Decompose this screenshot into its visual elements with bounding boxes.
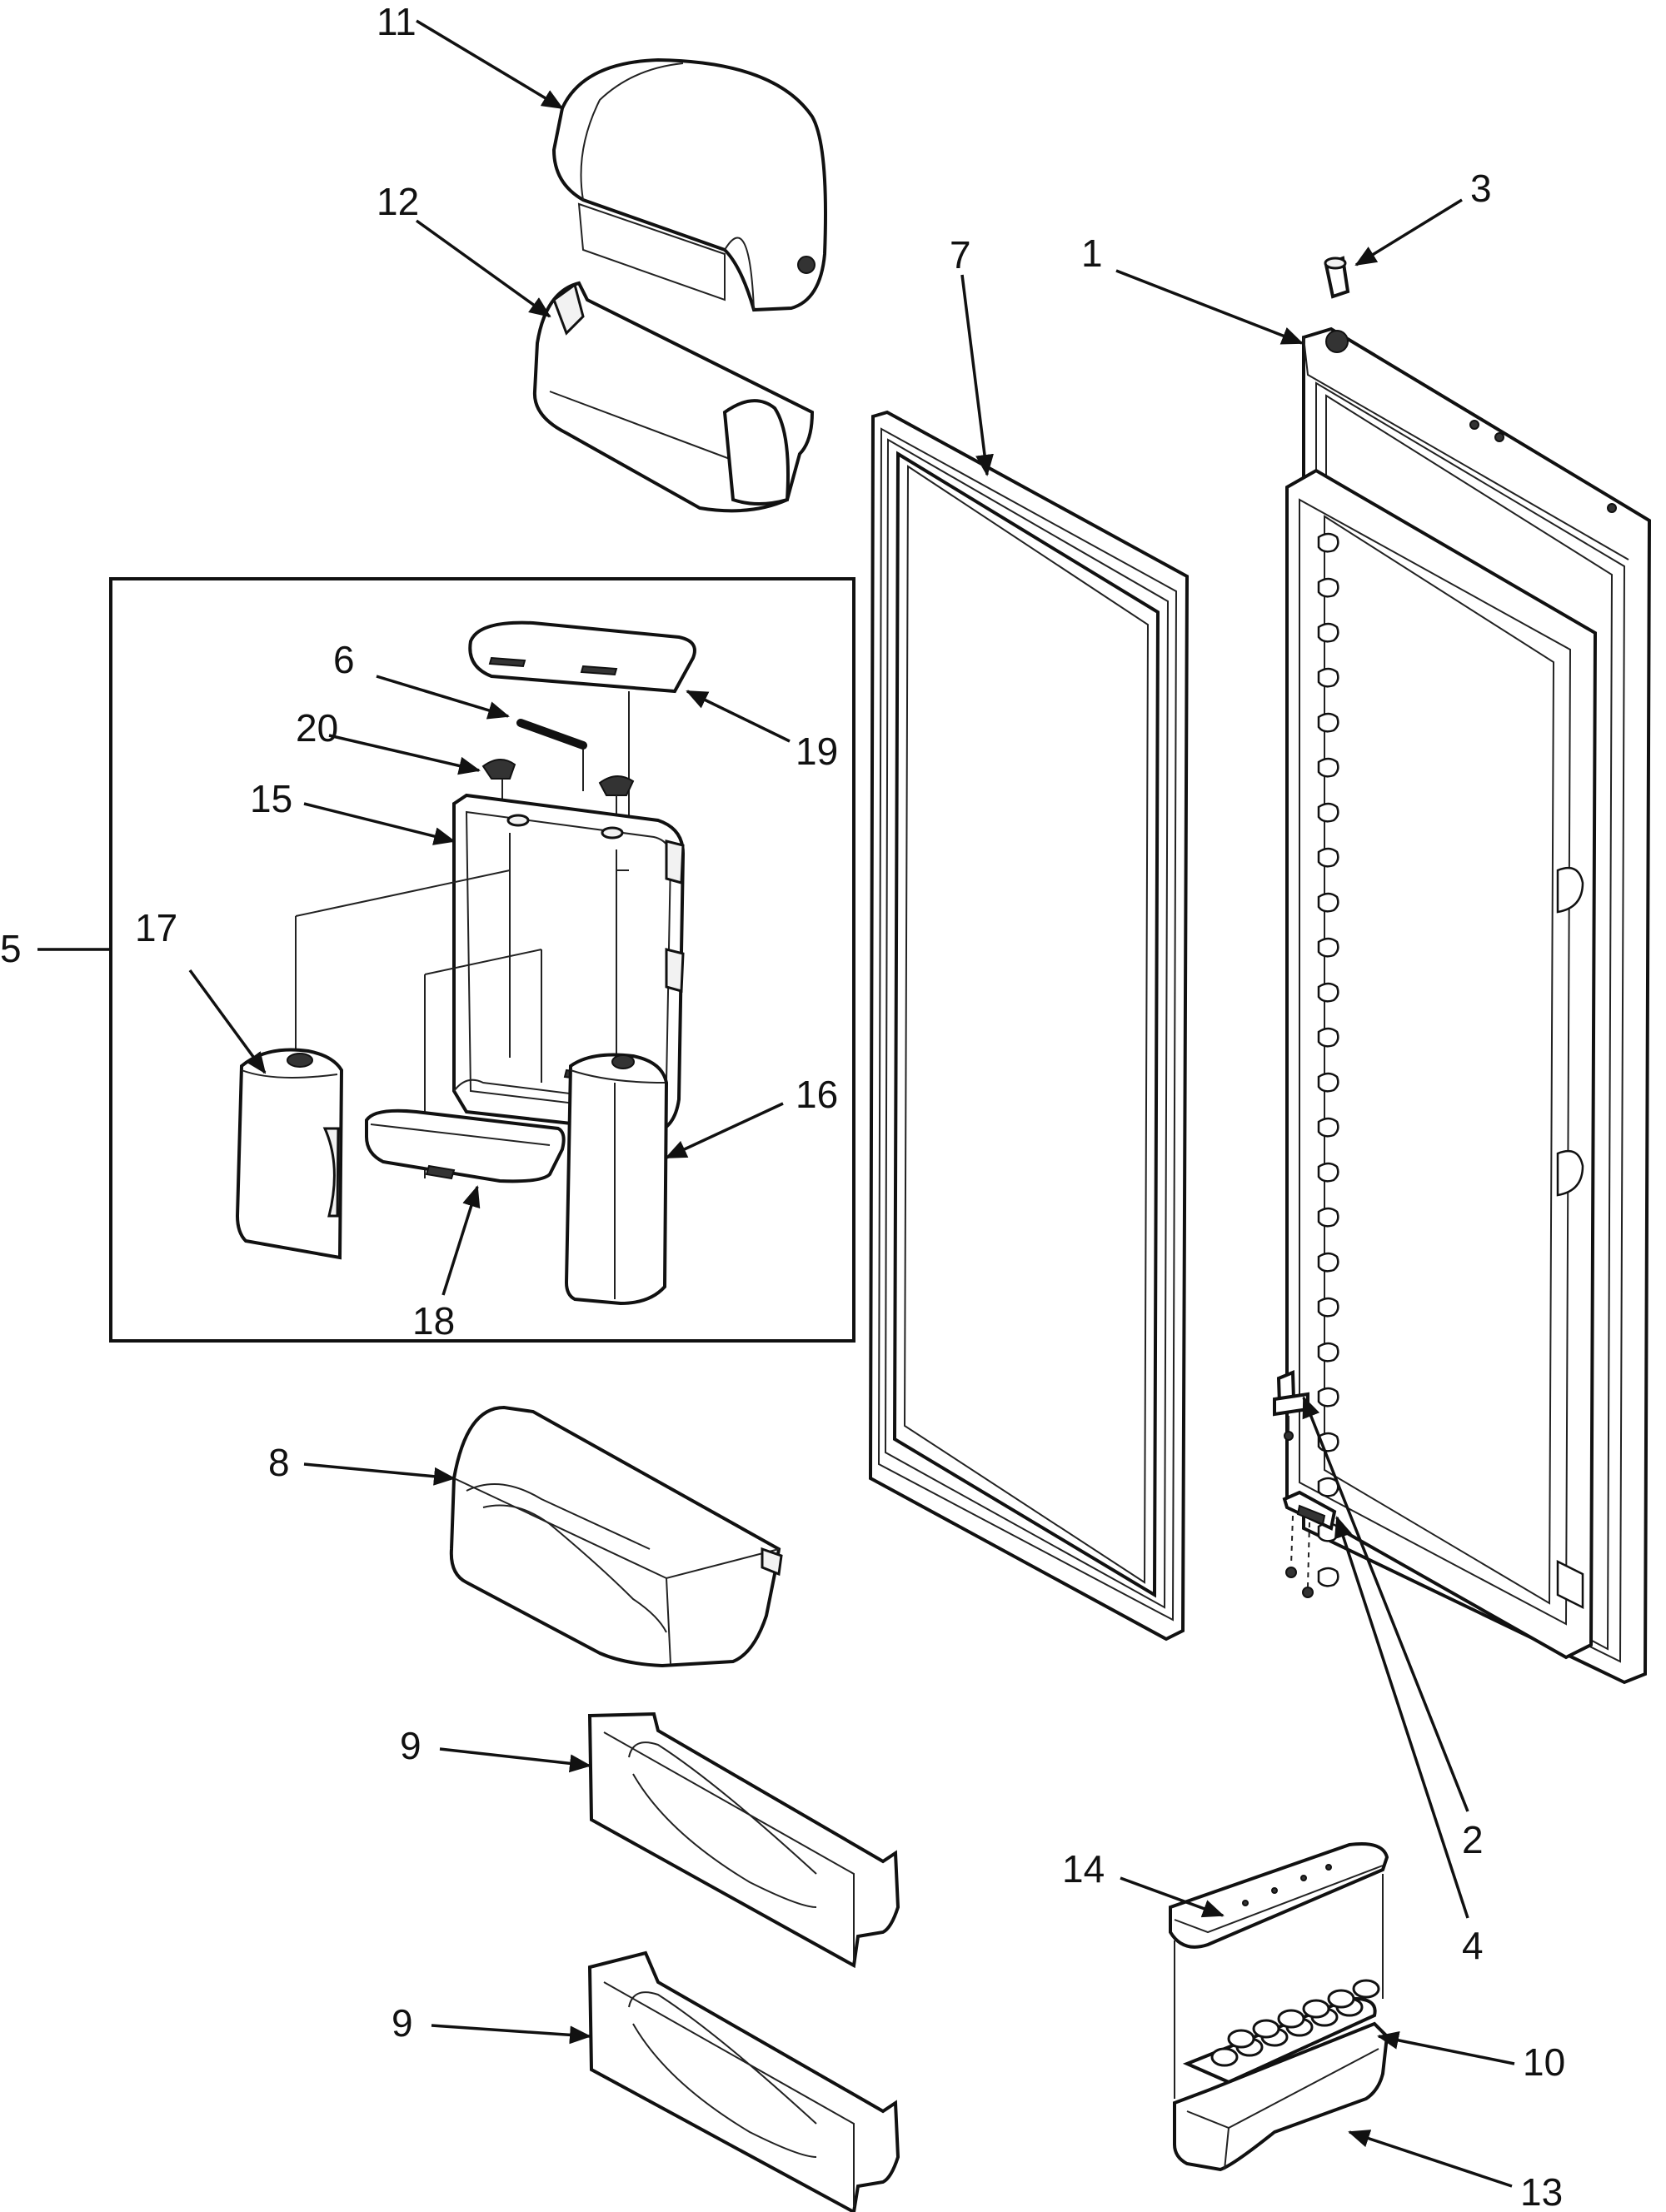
part-16-right-bin-door bbox=[564, 1053, 669, 1306]
part-20-knobs bbox=[481, 750, 635, 825]
callout-2: 2 bbox=[1462, 1818, 1484, 1861]
callout-12: 12 bbox=[377, 180, 419, 223]
part-9-door-bin-lower bbox=[587, 1950, 900, 2212]
shelf-support-dot bbox=[1317, 982, 1339, 1003]
shelf-support-dot bbox=[1317, 1117, 1339, 1138]
part-12-dairy-bin bbox=[532, 281, 815, 513]
callout-18: 18 bbox=[412, 1299, 455, 1343]
part-17-left-bin-door bbox=[235, 1048, 344, 1260]
callout-20: 20 bbox=[296, 706, 338, 750]
callout-8: 8 bbox=[268, 1441, 290, 1484]
part-8-door-bin bbox=[449, 1405, 783, 1668]
leader-lines bbox=[37, 19, 1515, 2188]
egg-cup bbox=[1352, 1979, 1380, 1999]
shelf-support-dot bbox=[1317, 1477, 1339, 1497]
shelf-support-dot bbox=[1317, 937, 1339, 958]
shelf-support-dot bbox=[1317, 1027, 1339, 1048]
egg-cup bbox=[1302, 1999, 1330, 2019]
shelf-support-dot bbox=[1317, 1252, 1339, 1273]
callout-13: 13 bbox=[1520, 2170, 1563, 2212]
egg-cup bbox=[1327, 1989, 1355, 2009]
callout-labels: 11 12 7 1 3 6 20 15 19 17 5 16 18 8 9 9 … bbox=[0, 0, 1565, 2212]
shelf-support-dot bbox=[1317, 892, 1339, 913]
shelf-support-dot bbox=[1317, 1387, 1339, 1407]
egg-cup bbox=[1227, 2029, 1255, 2049]
shelf-support-dot bbox=[1317, 1162, 1339, 1183]
callout-4: 4 bbox=[1462, 1924, 1484, 1967]
shelf-support-dot bbox=[1317, 712, 1339, 733]
part-6-spring bbox=[516, 719, 587, 750]
part-11-dairy-door bbox=[551, 57, 827, 312]
callout-9-upper: 9 bbox=[400, 1724, 421, 1767]
part-4-hinge-bracket bbox=[1282, 1490, 1337, 1598]
shelf-support-dot bbox=[1317, 667, 1339, 688]
part-1-door bbox=[1285, 326, 1652, 1685]
callout-1: 1 bbox=[1081, 232, 1103, 275]
shelf-support-dot bbox=[1317, 1072, 1339, 1093]
shelf-support-dot bbox=[1317, 1342, 1339, 1363]
part-9-door-bin-upper bbox=[587, 1711, 900, 1969]
callout-9-lower: 9 bbox=[392, 2001, 413, 2045]
shelf-support-dot bbox=[1317, 802, 1339, 823]
shelf-support-dot bbox=[1317, 757, 1339, 778]
assembly-5-inset-box bbox=[109, 577, 855, 1343]
callout-15: 15 bbox=[250, 777, 292, 820]
callout-5: 5 bbox=[0, 927, 22, 970]
part-13-egg-bin bbox=[1173, 2021, 1389, 2172]
part-3-hinge-cap bbox=[1324, 256, 1350, 299]
callout-19: 19 bbox=[796, 730, 838, 773]
shelf-support-dot bbox=[1317, 1297, 1339, 1318]
part-15-bin-housing bbox=[295, 793, 686, 1178]
egg-cup bbox=[1277, 2009, 1305, 2029]
callout-16: 16 bbox=[796, 1073, 838, 1116]
egg-cup bbox=[1210, 2047, 1239, 2067]
shelf-support-dot bbox=[1317, 847, 1339, 868]
callout-11: 11 bbox=[377, 0, 416, 43]
part-10-egg-tray bbox=[1182, 1979, 1380, 2085]
part-7-door-gasket bbox=[868, 410, 1190, 1642]
callout-6: 6 bbox=[333, 638, 355, 681]
part-14-egg-tray-cover bbox=[1169, 1842, 1389, 2099]
shelf-support-dot bbox=[1317, 1567, 1339, 1587]
shelf-support-dot bbox=[1317, 577, 1339, 598]
callout-3: 3 bbox=[1470, 167, 1492, 210]
callout-7: 7 bbox=[950, 233, 971, 276]
callout-17: 17 bbox=[135, 906, 177, 949]
shelf-support-dot bbox=[1317, 532, 1339, 553]
shelf-support-dots bbox=[1317, 532, 1339, 1587]
callout-14: 14 bbox=[1062, 1847, 1105, 1891]
egg-cup bbox=[1252, 2019, 1280, 2039]
callout-10: 10 bbox=[1523, 2040, 1565, 2084]
shelf-support-dot bbox=[1317, 1207, 1339, 1228]
part-18-small-bin bbox=[365, 1108, 566, 1183]
shelf-support-dot bbox=[1317, 622, 1339, 643]
